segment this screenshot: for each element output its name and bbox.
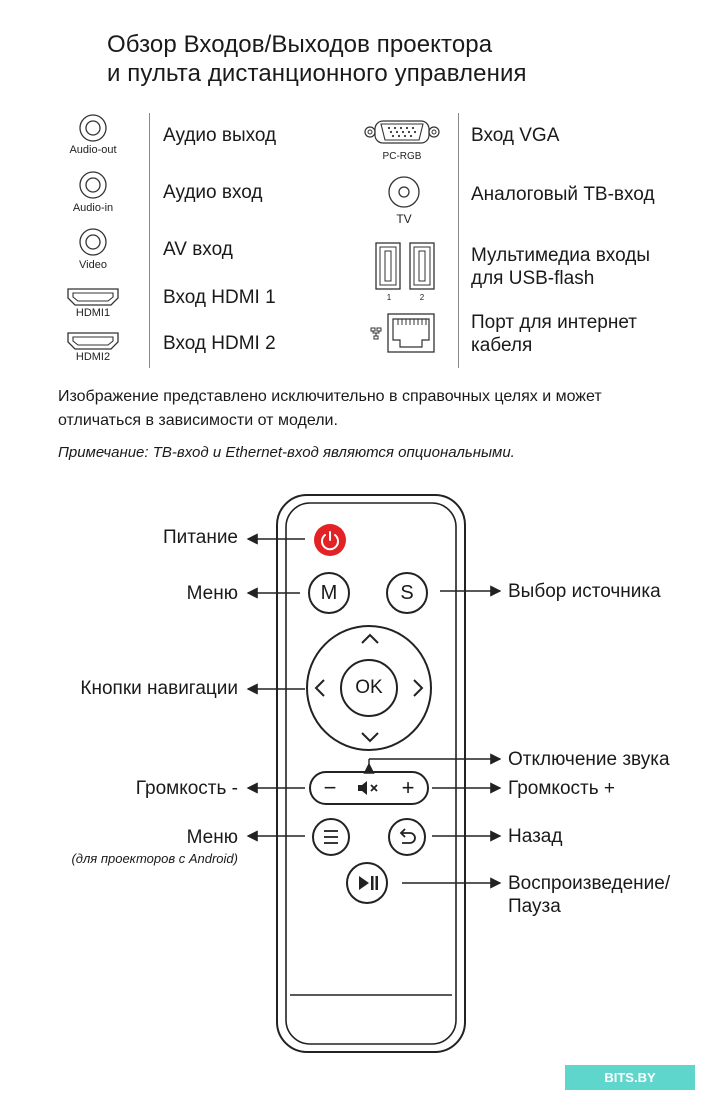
volume-up-label: Громкость +: [508, 778, 615, 799]
volume-rocker: [309, 771, 429, 805]
power-button[interactable]: [314, 524, 346, 556]
remote-control: [246, 494, 502, 1053]
divider: [149, 113, 150, 368]
source-label: Выбор источника: [508, 581, 661, 602]
port-label: Вход VGA: [471, 125, 560, 146]
android-menu-note: (для проекторов с Android): [71, 851, 238, 866]
port-label: Вход HDMI 2: [163, 333, 276, 354]
source-button[interactable]: S: [386, 572, 428, 614]
divider: [458, 113, 459, 368]
audio-jack-icon: [79, 114, 107, 142]
port-label: Аналоговый ТВ-вход: [471, 184, 655, 205]
menu-button[interactable]: M: [308, 572, 350, 614]
vga-port-icon: [364, 120, 440, 144]
port-label: Аудио вход: [163, 182, 263, 203]
audio-jack-icon: [79, 171, 107, 199]
back-label: Назад: [508, 826, 563, 847]
port-label: AV вход: [163, 239, 233, 260]
arrow-left-button[interactable]: [313, 678, 327, 698]
hamburger-icon: [324, 830, 338, 844]
hdmi-port-icon: [67, 288, 119, 306]
volume-down-label: Громкость -: [135, 778, 238, 799]
ok-button[interactable]: OK: [340, 659, 398, 717]
play-pause-label: Воспроизведение/ Пауза: [508, 873, 671, 917]
arrow-up-button[interactable]: [360, 632, 380, 646]
port-caption: HDMI2: [75, 351, 111, 363]
android-menu-label: Меню: [186, 827, 238, 848]
port-caption: 2: [419, 293, 425, 302]
port-caption: Audio-in: [72, 202, 114, 214]
menu-label: Меню: [186, 583, 238, 604]
port-caption: 1: [386, 293, 392, 302]
power-icon: [321, 531, 339, 551]
volume-up-button[interactable]: +: [401, 775, 415, 800]
port-caption: Audio-out: [69, 144, 117, 156]
page-title: Обзор Входов/Выходов проектора и пульта …: [107, 31, 527, 87]
ethernet-port-icon: [370, 313, 435, 353]
android-menu-button[interactable]: [312, 818, 350, 856]
port-caption: TV: [396, 212, 412, 226]
audio-jack-icon: [79, 228, 107, 256]
power-label: Питание: [163, 527, 238, 548]
play-pause-button[interactable]: [346, 862, 388, 904]
watermark: BITS.BY: [565, 1065, 695, 1090]
port-label: Порт для интернет кабеля: [471, 312, 637, 356]
coax-port-icon: [388, 176, 420, 208]
disclaimer-note: Изображение представлено исключительно в…: [58, 388, 602, 429]
port-label: Аудио выход: [163, 125, 277, 146]
optional-note: Примечание: ТВ-вход и Ethernet-вход явля…: [58, 444, 515, 461]
port-caption: HDMI1: [75, 307, 111, 319]
mute-label: Отключение звука: [508, 749, 670, 770]
navigation-label: Кнопки навигации: [80, 678, 238, 699]
arrow-right-button[interactable]: [411, 678, 425, 698]
back-icon: [399, 828, 416, 844]
hdmi-port-icon: [67, 332, 119, 350]
play-pause-icon: [359, 876, 378, 890]
navigation-pad: [306, 625, 432, 751]
port-label: Мультимедиа входы для USB-flash: [471, 245, 650, 289]
back-button[interactable]: [388, 818, 426, 856]
usb-ports-icon: [375, 242, 435, 290]
port-label: Вход HDMI 1: [163, 287, 276, 308]
port-caption: Video: [79, 259, 107, 271]
mute-button[interactable]: [356, 779, 382, 797]
arrow-down-button[interactable]: [360, 730, 380, 744]
volume-down-button[interactable]: −: [323, 775, 337, 800]
port-caption: PC-RGB: [382, 151, 422, 162]
